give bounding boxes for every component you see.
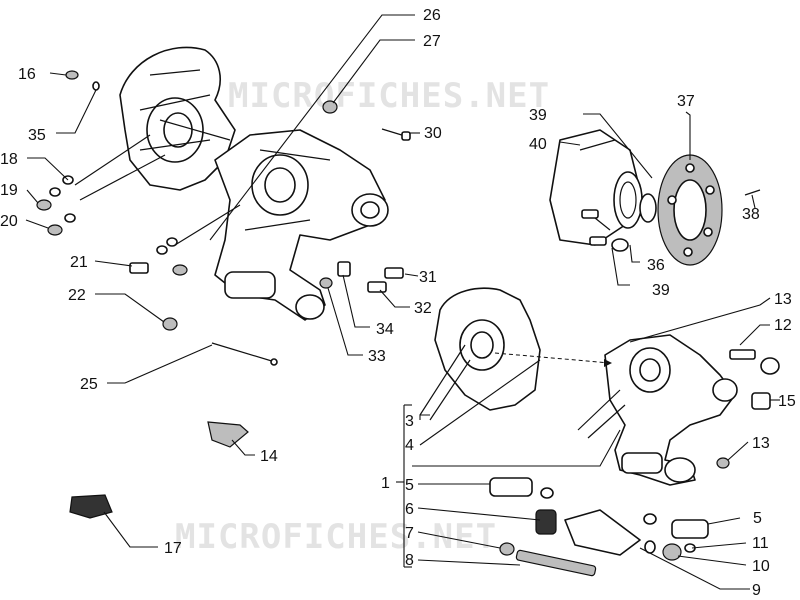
callout-4: 4: [405, 437, 414, 454]
callout-6: 6: [405, 501, 414, 518]
callout-36: 36: [647, 257, 665, 274]
nuts-20: [36, 199, 188, 276]
callout-37: 37: [677, 93, 695, 110]
callout-9: 9: [752, 582, 761, 599]
pad-17: [69, 494, 113, 519]
callout-5-left: 5: [405, 477, 414, 494]
watermark-bottom: MICROFICHES.NET: [175, 517, 497, 557]
callout-22: 22: [68, 287, 86, 304]
callout-13-bottom: 13: [752, 435, 770, 452]
callout-25: 25: [80, 376, 98, 393]
callout-33: 33: [368, 348, 386, 365]
screw-30: [381, 128, 411, 141]
bush-6: [535, 509, 557, 535]
callout-39-top: 39: [529, 107, 547, 124]
screw-32: [367, 281, 387, 293]
callout-13-top: 13: [774, 291, 792, 308]
callout-5-right: 5: [753, 510, 762, 527]
callout-26: 26: [423, 7, 441, 24]
bracket-14: [207, 421, 249, 448]
callout-19: 19: [0, 182, 18, 199]
dowel-12: [729, 349, 756, 360]
studs-group: [74, 134, 241, 246]
crankcase-small-right: [577, 334, 738, 486]
callout-10: 10: [752, 558, 770, 575]
callout-40: 40: [529, 136, 547, 153]
callout-31: 31: [419, 269, 437, 286]
callout-35: 35: [28, 127, 46, 144]
callout-27: 27: [423, 33, 441, 50]
bushing-12b: [760, 357, 780, 375]
callout-30: 30: [424, 125, 442, 142]
callout-20: 20: [0, 213, 18, 230]
bolt-21: [129, 262, 149, 274]
washers-18-19: [49, 175, 178, 255]
stud-33: [319, 277, 333, 289]
assembly-dashed-line: [494, 352, 611, 364]
bushing-15: [751, 392, 771, 410]
callout-34: 34: [376, 321, 394, 338]
bush-7: [499, 542, 515, 556]
callout-labels: 16 35 18 19 20 21 22 25 26 27 30 31 32 3…: [0, 7, 796, 599]
nut-13b: [716, 457, 730, 469]
callout-11: 11: [752, 535, 769, 552]
bearing-5-left: [489, 477, 554, 499]
callout-21: 21: [70, 254, 88, 271]
leader-lines: [25, 14, 780, 590]
callout-12: 12: [774, 317, 792, 334]
callout-8: 8: [405, 552, 414, 569]
assembly-arrow: [604, 359, 612, 367]
selector-cover-assembly: [549, 129, 657, 252]
screw-31: [384, 267, 404, 279]
pin-8: [515, 549, 597, 577]
stud-34: [337, 261, 351, 277]
nut-22: [162, 317, 178, 331]
nut-16: [65, 70, 79, 80]
callout-1: 1: [381, 475, 390, 492]
callout-17: 17: [164, 540, 182, 557]
screw-38: [744, 189, 761, 196]
callout-18: 18: [0, 151, 18, 168]
callout-39-bottom: 39: [652, 282, 670, 299]
crankcase-small-left: [419, 287, 541, 421]
pin-35: [92, 81, 100, 91]
callout-7: 7: [405, 525, 414, 542]
nut-27: [322, 100, 338, 114]
crankcase-left-half: [119, 46, 236, 191]
callout-3: 3: [405, 413, 414, 430]
watermark-top: MICROFICHES.NET: [228, 76, 550, 116]
stud-25: [211, 342, 278, 366]
callout-32: 32: [414, 300, 432, 317]
callout-15: 15: [778, 393, 796, 410]
callout-38: 38: [742, 206, 760, 223]
bracket-part-1: [396, 404, 412, 568]
callout-14: 14: [260, 448, 278, 465]
disc-plate-37: [657, 154, 723, 266]
bearing-5-right: [643, 513, 709, 539]
crankcase-right-half: [214, 129, 389, 321]
bush-10: [662, 543, 682, 561]
callout-16: 16: [18, 66, 36, 83]
